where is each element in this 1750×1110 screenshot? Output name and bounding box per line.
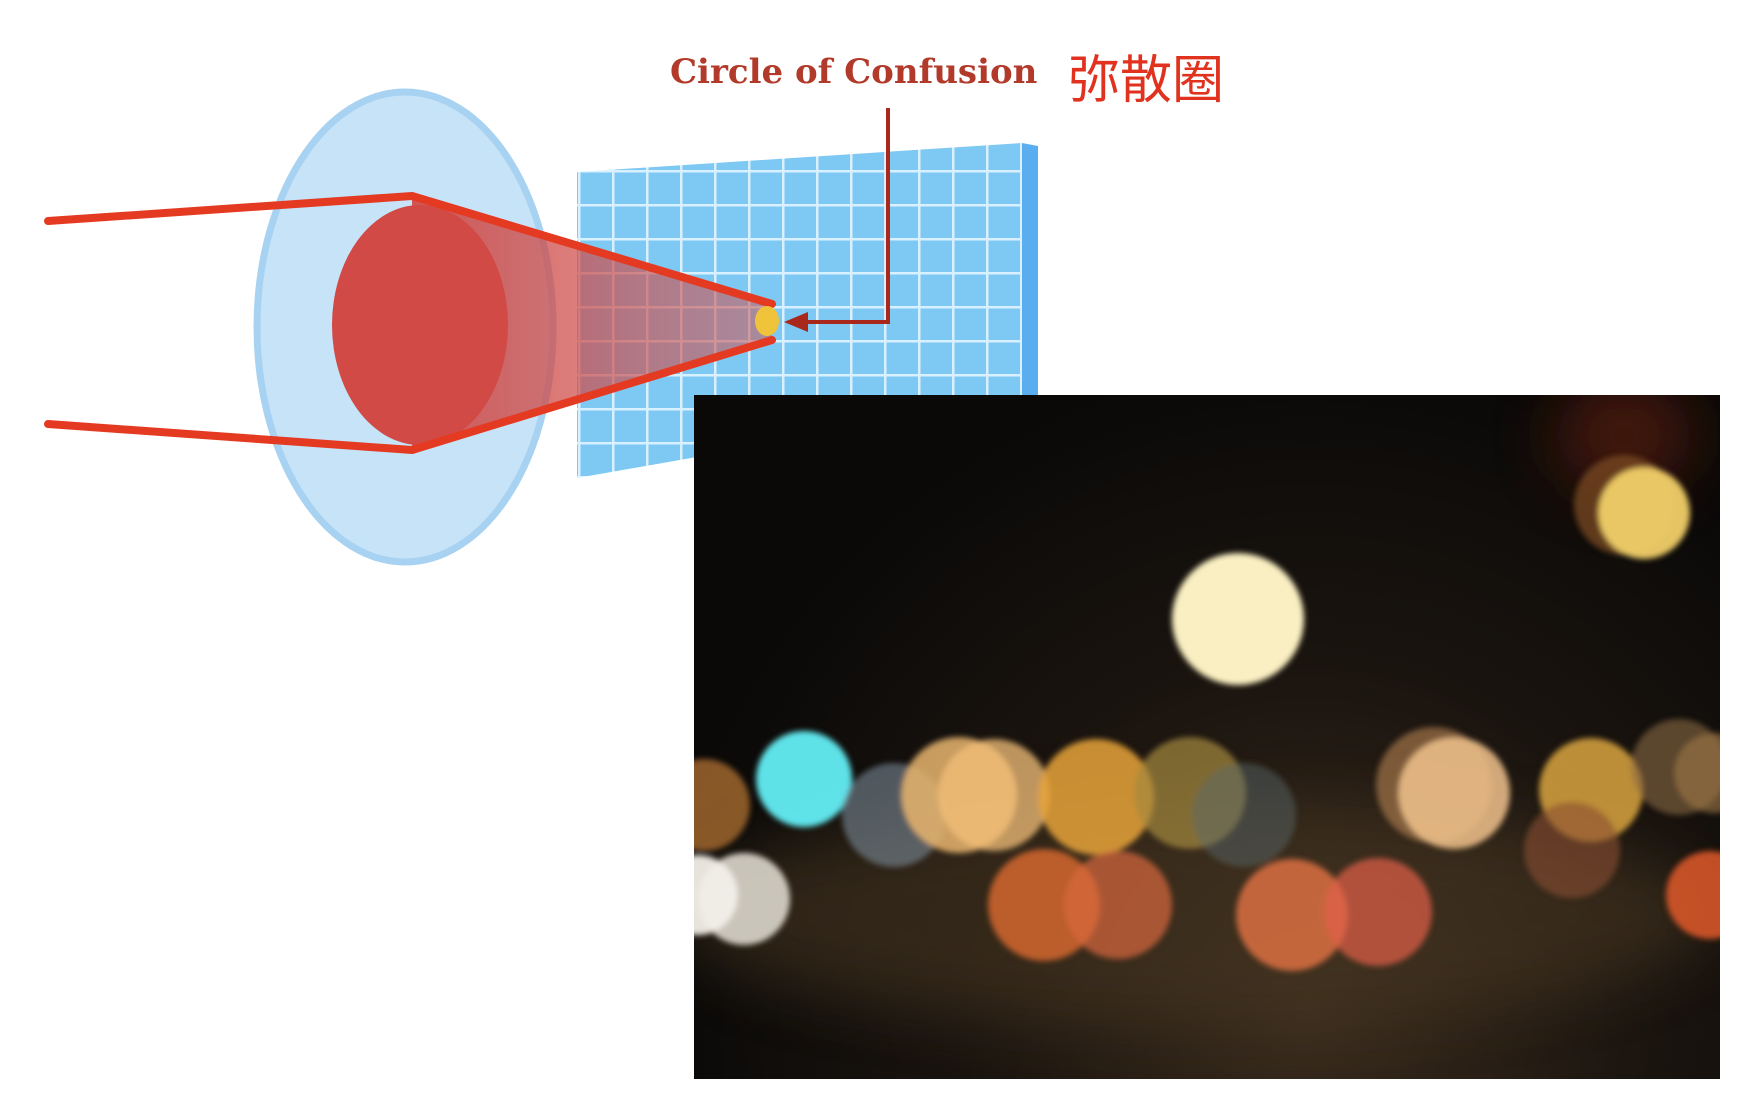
light-cone xyxy=(412,200,772,450)
upper-light-ray xyxy=(44,192,776,308)
bokeh-disc xyxy=(1064,851,1172,959)
bokeh-disc xyxy=(694,855,738,935)
bokeh-disc xyxy=(1236,859,1348,971)
bokeh-photo xyxy=(694,395,1720,1079)
lower-light-ray xyxy=(44,336,776,454)
circle-of-confusion-dot xyxy=(755,306,779,336)
bokeh-disc xyxy=(938,739,1050,851)
bokeh-disc xyxy=(1398,737,1510,849)
bokeh-disc xyxy=(1674,733,1720,813)
bokeh-disc xyxy=(1524,802,1620,898)
bokeh-disc xyxy=(756,731,852,827)
image-sensor-grid xyxy=(577,143,1038,478)
bokeh-disc xyxy=(1192,763,1296,867)
bokeh-disc xyxy=(1172,553,1304,685)
bokeh-disc xyxy=(1598,467,1690,559)
aperture-disc xyxy=(332,205,508,445)
chinese-annotation: 弥散圈 xyxy=(1068,51,1225,111)
bokeh-disc xyxy=(1324,858,1432,966)
bokeh-disc xyxy=(694,759,750,851)
bokeh-disc xyxy=(1038,739,1154,855)
bokeh-lights xyxy=(694,395,1720,1025)
bokeh-disc xyxy=(1666,851,1720,939)
callout-arrow xyxy=(784,108,890,332)
circle-of-confusion-label: Circle of Confusion xyxy=(670,52,1038,92)
